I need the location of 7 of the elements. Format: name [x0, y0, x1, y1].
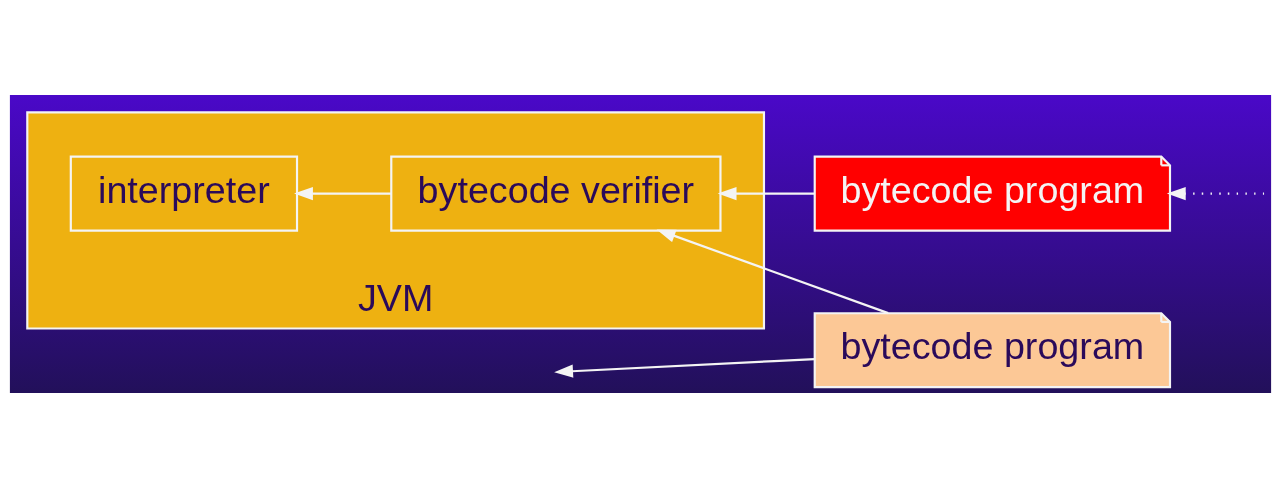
arrow [554, 358, 815, 378]
arrow [1166, 187, 1265, 201]
arrow [717, 187, 815, 201]
arrow [294, 187, 391, 201]
arrow [656, 229, 889, 315]
node-box: bytecode verifier [390, 155, 722, 232]
node-box: interpreter [69, 155, 299, 232]
